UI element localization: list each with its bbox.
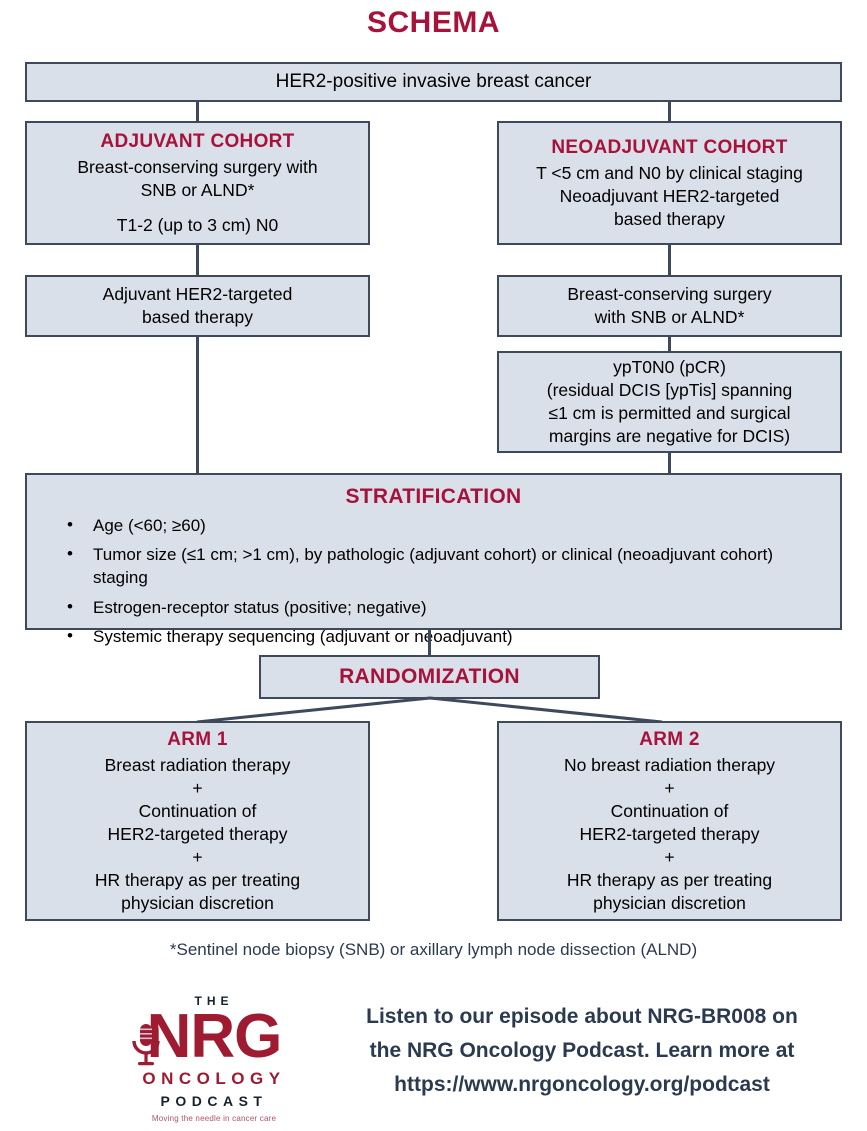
stratification-item-text: Systemic therapy sequencing (adjuvant or…	[93, 627, 513, 647]
neoadjuvant-surgery-line1: Breast-conserving surgery	[567, 283, 772, 304]
stratification-header: STRATIFICATION	[345, 485, 522, 508]
bullet-icon: •	[67, 626, 73, 646]
footnote-abbreviations: *Sentinel node biopsy (SNB) or axillary …	[169, 940, 698, 959]
adjuvant-cohort-line3: T1-2 (up to 3 cm) N0	[116, 214, 279, 235]
arm1-plus1: +	[192, 777, 203, 798]
connector-surgery-to-pcr	[668, 337, 671, 351]
arm2-line3: HER2-targeted therapy	[579, 823, 760, 844]
connector-stratification-to-randomization	[428, 630, 431, 655]
connector-top-to-adjuvant	[196, 102, 199, 121]
adjuvant-cohort-line1: Breast-conserving surgery with	[77, 157, 318, 178]
promo-line2: the NRG Oncology Podcast. Learn more at	[369, 1039, 795, 1063]
randomization-label: RANDOMIZATION	[339, 665, 520, 689]
pcr-line4: margins are negative for DCIS)	[548, 426, 791, 447]
arm2-line2: Continuation of	[610, 800, 729, 821]
arm2-line1: No breast radiation therapy	[563, 754, 776, 775]
logo-tagline: Moving the needle in cancer care	[151, 1114, 277, 1123]
logo-oncology-text: ONCOLOGY	[142, 1069, 286, 1088]
neoadjuvant-cohort-line1: T <5 cm and N0 by clinical staging	[536, 162, 803, 183]
arm2-plus2: +	[664, 847, 675, 868]
stratification-list: • Age (<60; ≥60) • Tumor size (≤1 cm; >1…	[27, 515, 840, 649]
logo-podcast-text: PODCAST	[160, 1093, 268, 1109]
stratification-item-text: Tumor size (≤1 cm; >1 cm), by pathologic…	[93, 545, 774, 587]
box-her2-positive-population: HER2-positive invasive breast cancer	[25, 62, 842, 102]
adjuvant-therapy-line2: based therapy	[142, 307, 253, 327]
adjuvant-cohort-header: ADJUVANT COHORT	[100, 131, 295, 153]
logo-the-text: THE	[194, 994, 234, 1008]
stratification-item: • Estrogen-receptor status (positive; ne…	[67, 597, 814, 620]
arm1-line3: HER2-targeted therapy	[107, 823, 288, 844]
pcr-line1: ypT0N0 (pCR)	[613, 356, 726, 377]
connector-adjuvant-therapy-to-stratification	[196, 337, 199, 473]
arm1-header: ARM 1	[167, 728, 228, 750]
box-adjuvant-cohort: ADJUVANT COHORT Breast-conserving surger…	[25, 121, 370, 245]
arm2-line5: physician discretion	[593, 893, 746, 914]
neoadjuvant-cohort-line3: based therapy	[614, 209, 725, 230]
stratification-item-text: Age (<60; ≥60)	[93, 515, 206, 535]
box-neoadjuvant-surgery: Breast-conserving surgery with SNB or AL…	[497, 275, 842, 337]
connector-top-to-neoadjuvant	[668, 102, 671, 121]
neoadjuvant-cohort-header: NEOADJUVANT COHORT	[551, 136, 788, 158]
box-randomization: RANDOMIZATION	[259, 655, 600, 699]
adjuvant-therapy-line1: Adjuvant HER2-targeted	[102, 283, 293, 304]
bullet-icon: •	[67, 596, 73, 616]
neoadjuvant-surgery-line2: with SNB or ALND*	[594, 307, 745, 327]
box-arm-2: ARM 2 No breast radiation therapy + Cont…	[497, 721, 842, 921]
connector-randomization-to-arms	[196, 696, 663, 724]
stratification-item-text: Estrogen-receptor status (positive; nega…	[93, 597, 427, 617]
top-box-text: HER2-positive invasive breast cancer	[275, 71, 592, 93]
connector-adjuvant-to-therapy	[196, 245, 199, 275]
logo-nrg-wordmark: NRG	[116, 1006, 312, 1068]
box-arm-1: ARM 1 Breast radiation therapy + Continu…	[25, 721, 370, 921]
box-neoadjuvant-cohort: NEOADJUVANT COHORT T <5 cm and N0 by cli…	[497, 121, 842, 245]
logo-nrg-text: NRG	[146, 1002, 283, 1071]
neoadjuvant-cohort-line2: Neoadjuvant HER2-targeted	[559, 185, 780, 206]
box-adjuvant-therapy: Adjuvant HER2-targeted based therapy	[25, 275, 370, 337]
arm2-line4: HR therapy as per treating	[566, 870, 773, 891]
arm2-header: ARM 2	[639, 728, 700, 750]
stratification-item: • Tumor size (≤1 cm; >1 cm), by patholog…	[67, 544, 814, 589]
connector-neoadjuvant-to-surgery	[668, 245, 671, 275]
arm1-line4: HR therapy as per treating	[94, 870, 301, 891]
arm1-line1: Breast radiation therapy	[104, 754, 291, 775]
arm1-line2: Continuation of	[138, 800, 257, 821]
arm1-line5: physician discretion	[121, 893, 274, 914]
microphone-icon	[132, 1024, 160, 1066]
box-pathologic-complete-response: ypT0N0 (pCR) (residual DCIS [ypTis] span…	[497, 351, 842, 453]
stratification-item: • Age (<60; ≥60)	[67, 515, 814, 538]
arm1-plus2: +	[192, 847, 203, 868]
promo-line1: Listen to our episode about NRG-BR008 on	[366, 1005, 798, 1028]
stratification-item: • Systemic therapy sequencing (adjuvant …	[67, 626, 814, 649]
page-title: SCHEMA	[366, 6, 500, 39]
podcast-promo: Listen to our episode about NRG-BR008 on…	[312, 1000, 852, 1102]
nrg-oncology-podcast-logo: THE NRG ONCOLOGY PODCAST Moving the need…	[116, 988, 312, 1131]
footer: THE NRG ONCOLOGY PODCAST Moving the need…	[0, 988, 867, 1131]
connector-pcr-to-stratification	[668, 453, 671, 473]
box-stratification: STRATIFICATION • Age (<60; ≥60) • Tumor …	[25, 473, 842, 646]
bullet-icon: •	[67, 544, 73, 564]
promo-line3[interactable]: https://www.nrgoncology.org/podcast	[394, 1073, 770, 1097]
pcr-line2: (residual DCIS [ypTis] spanning	[546, 379, 793, 400]
pcr-line3: ≤1 cm is permitted and surgical	[548, 403, 791, 423]
adjuvant-cohort-line2: SNB or ALND*	[140, 180, 255, 201]
bullet-icon: •	[67, 514, 73, 534]
arm2-plus1: +	[664, 777, 675, 798]
